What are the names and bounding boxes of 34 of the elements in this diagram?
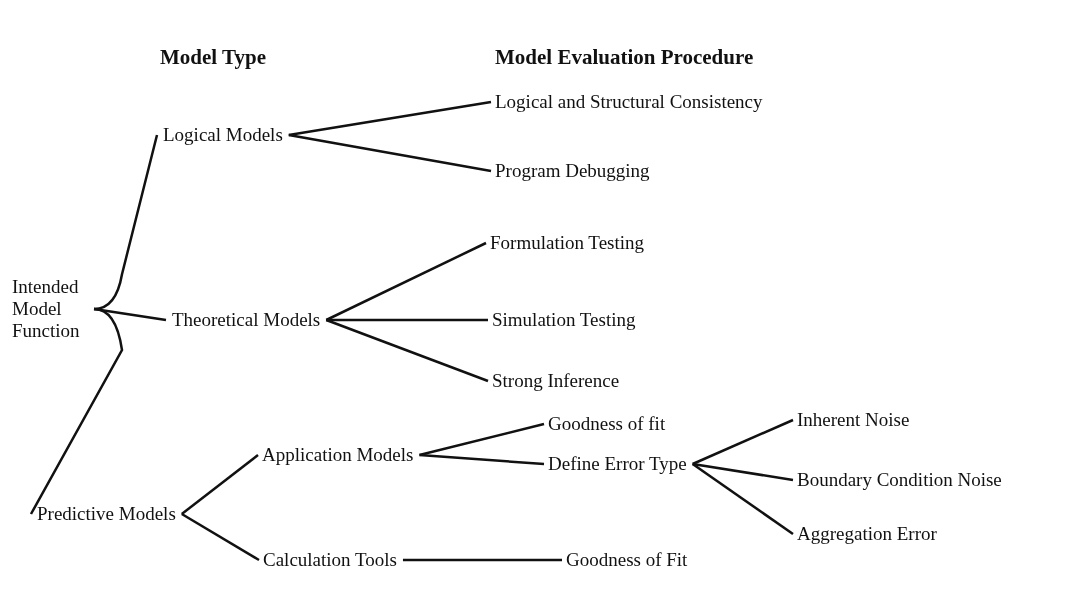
node-label: Goodness of Fit xyxy=(566,549,688,571)
connector-line xyxy=(181,512,260,562)
connector-line xyxy=(692,418,794,466)
connector-line xyxy=(419,453,545,466)
node-label: Define Error Type xyxy=(548,453,687,475)
node-label: Boundary Condition Noise xyxy=(797,469,1002,491)
connector-line xyxy=(691,462,794,536)
node-label: Simulation Testing xyxy=(492,309,636,331)
connector-line xyxy=(325,241,487,322)
node-label: Aggregation Error xyxy=(797,523,937,545)
node-label: Inherent Noise xyxy=(797,409,910,431)
node-label: Program Debugging xyxy=(495,160,650,182)
connector-line xyxy=(93,134,159,311)
node-label: Strong Inference xyxy=(492,370,620,392)
connector-line xyxy=(326,318,488,322)
connector-line xyxy=(29,307,124,515)
node-label: Predictive Models xyxy=(37,503,176,525)
node-label: Logical and Structural Consistency xyxy=(495,91,763,113)
node-label: Formulation Testing xyxy=(490,232,644,254)
node-label: Application Models xyxy=(262,444,414,466)
node-label: Calculation Tools xyxy=(263,549,397,571)
node-label: Theoretical Models xyxy=(172,309,321,331)
node-label: Logical Models xyxy=(163,124,283,146)
node-label: Goodness of fit xyxy=(548,413,666,435)
column-heading: Model Type xyxy=(160,45,266,70)
connector-line xyxy=(181,454,259,515)
connector-line xyxy=(419,422,545,457)
connector-line xyxy=(288,133,492,173)
connector-line xyxy=(402,558,562,562)
connector-line xyxy=(288,100,492,137)
node-label: Intended Model Function xyxy=(12,276,92,342)
column-heading: Model Evaluation Procedure xyxy=(495,45,754,70)
connector-line xyxy=(692,462,794,482)
connector-line xyxy=(325,318,489,383)
